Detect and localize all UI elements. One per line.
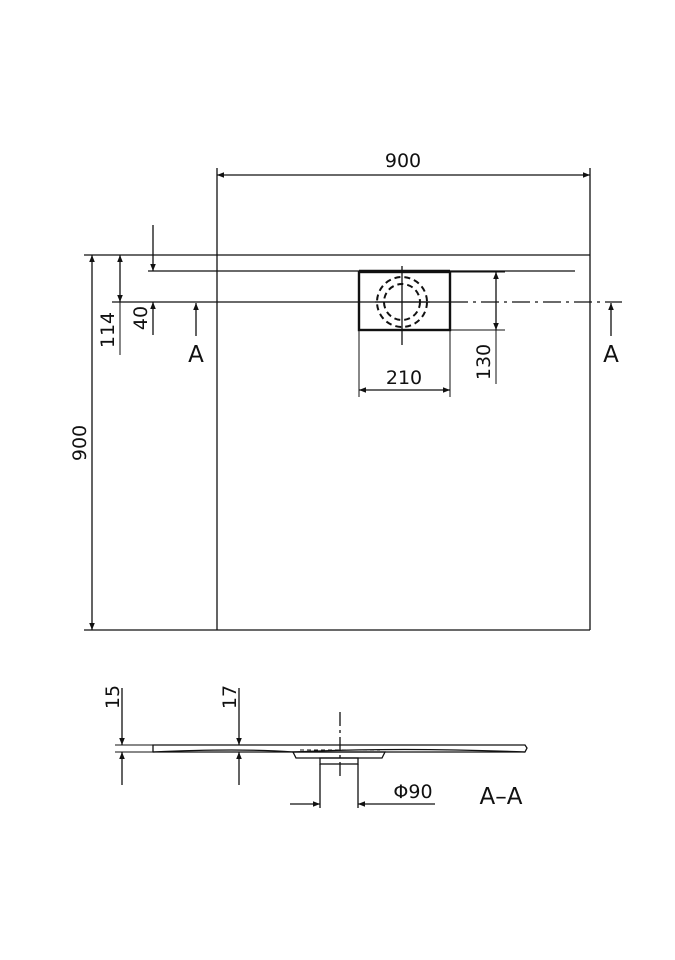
- inner-height-label: 17: [219, 685, 241, 709]
- section-marker-right: A: [603, 342, 619, 368]
- drain-box: [357, 270, 452, 332]
- edge-height-label: 15: [102, 685, 124, 709]
- section-label: A–A: [480, 784, 523, 810]
- drain-offset-label: 114: [97, 312, 119, 348]
- tray-section-profile: [152, 744, 528, 753]
- channel-offset-label: 40: [130, 306, 152, 330]
- plan-view: 900 900 114 40 A A 210 130: [69, 150, 622, 631]
- width-dimension-label: 900: [385, 150, 421, 172]
- section-marker-left: A: [188, 342, 204, 368]
- drain-neck: [319, 757, 359, 765]
- box-width-label: 210: [386, 367, 422, 389]
- drain-diameter-label: Φ90: [393, 781, 432, 803]
- box-depth-label: 130: [473, 344, 495, 380]
- drain-flange: [291, 751, 387, 759]
- depth-dimension-label: 900: [69, 425, 91, 461]
- section-view: 15 17 Φ90 A–A: [102, 685, 528, 810]
